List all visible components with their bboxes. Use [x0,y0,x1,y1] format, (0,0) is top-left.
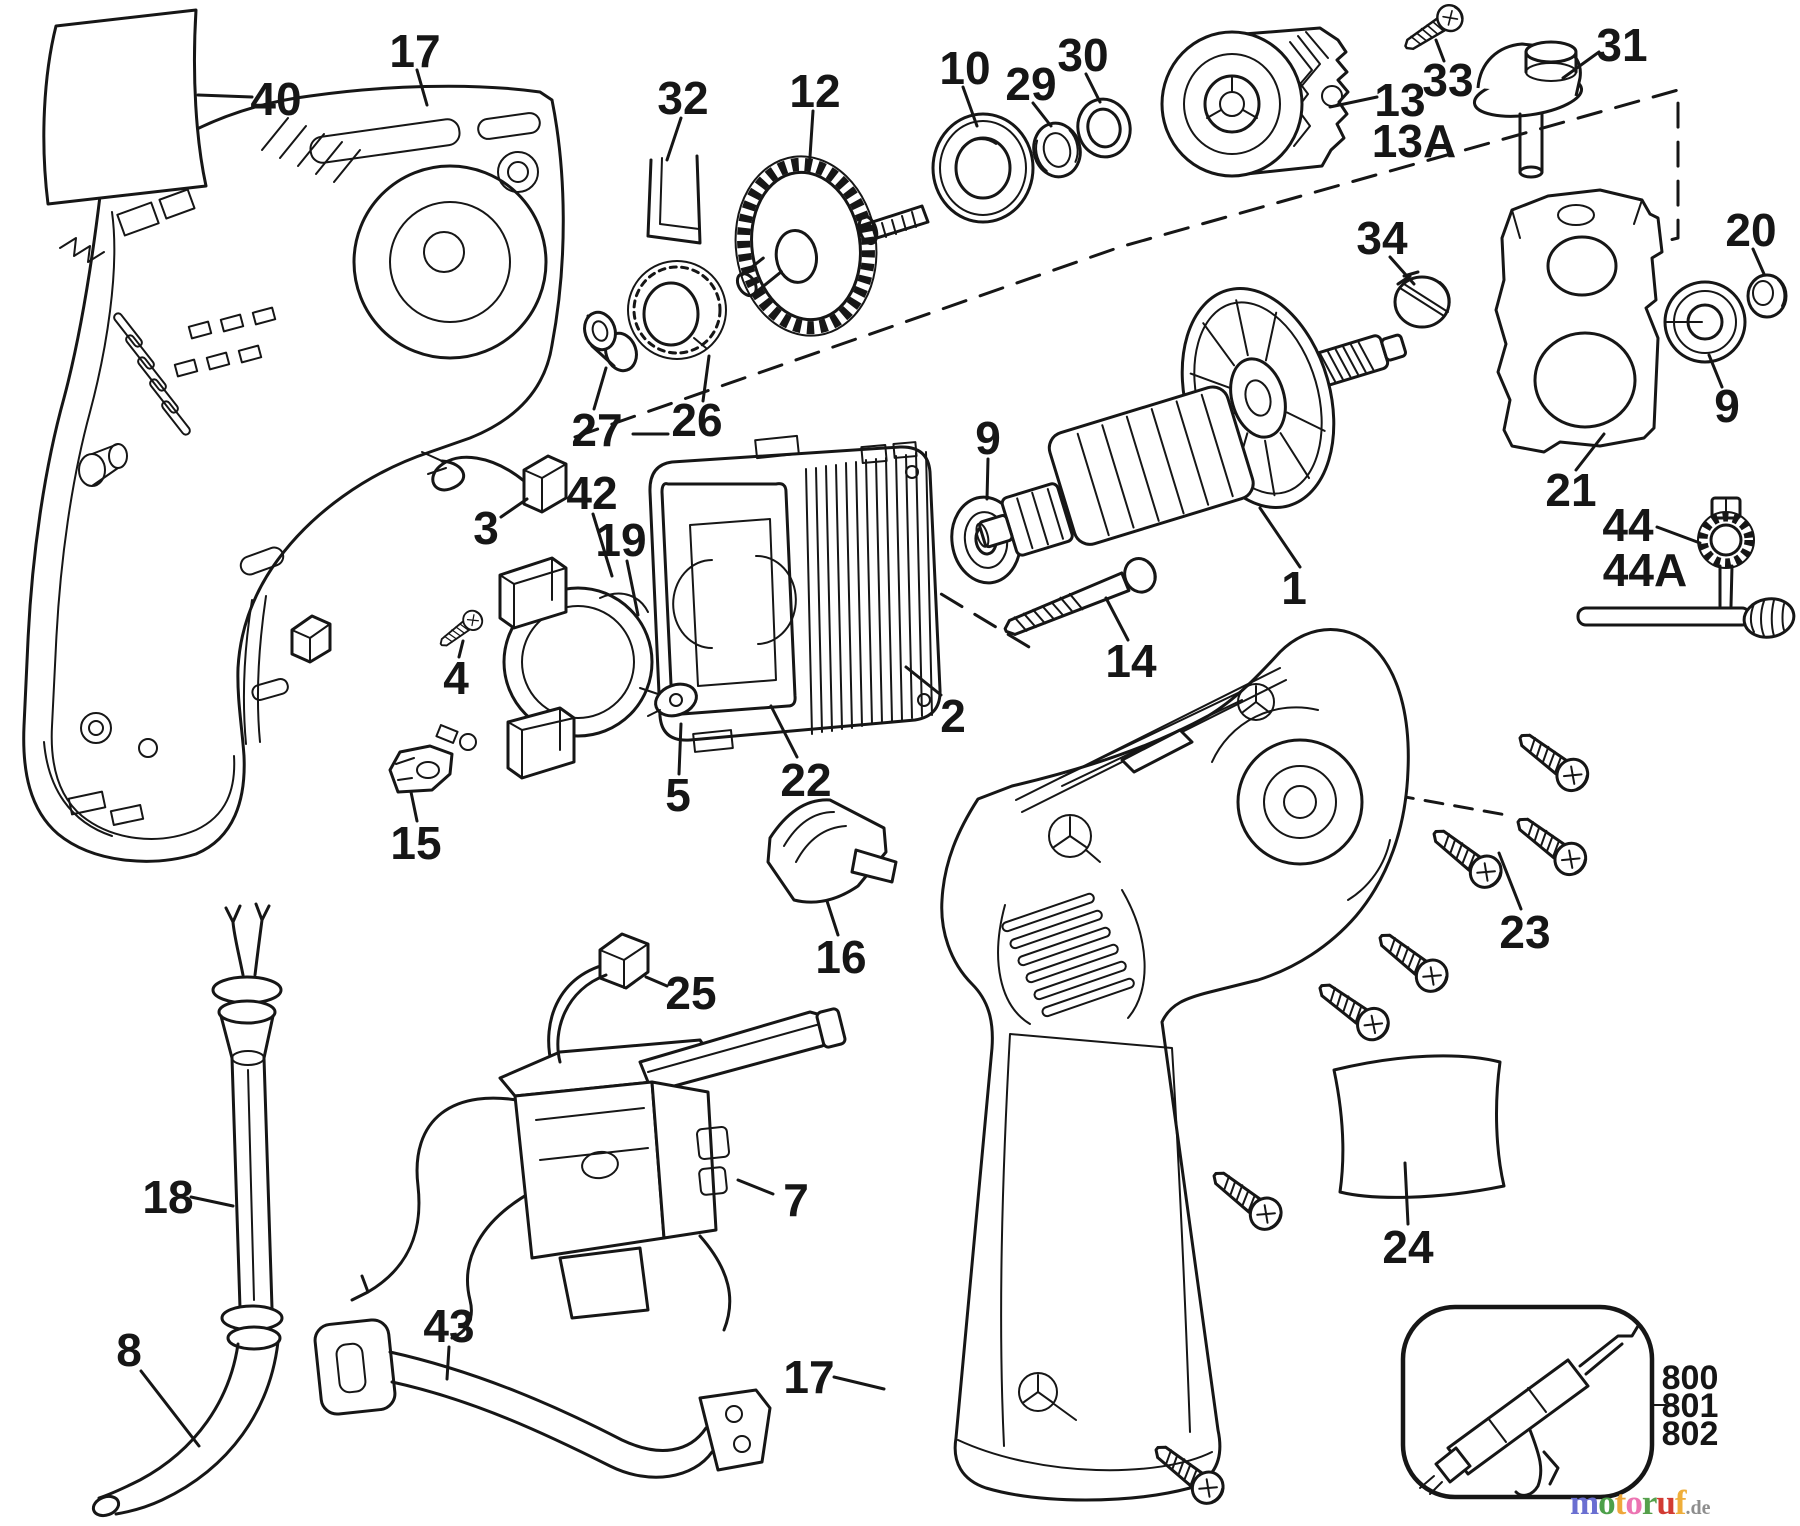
callout-24: 24 [1382,1221,1434,1273]
bushing-27 [583,310,638,373]
callout-2: 2 [940,690,966,742]
field-stator-2 [648,434,942,753]
callout-22: 22 [780,754,831,806]
callout-19: 19 [595,514,646,566]
callout-9-right: 9 [1714,380,1740,432]
callout-21: 21 [1545,464,1596,516]
callout-4: 4 [443,652,469,704]
callout-33: 33 [1422,54,1473,106]
callout-44: 44 [1602,499,1654,551]
bail-43 [313,1318,772,1479]
callout-32: 32 [657,72,708,124]
chuck-key-44 [1576,496,1796,639]
callout-13: 13 [1374,74,1425,126]
callout-1: 1 [1281,562,1307,614]
logo-letter: o [1598,1483,1615,1522]
cord-18-8 [91,902,284,1518]
screw-33 [1397,0,1469,59]
callout-26: 26 [671,394,722,446]
logo-letter: t [1614,1483,1627,1522]
misc-clip [290,614,332,664]
armature-1 [975,287,1407,557]
label-plate-40 [42,8,208,206]
gear-shaft-12 [857,204,930,246]
bearing-9-right [1663,280,1747,364]
chuck-13 [1160,26,1350,178]
o-ring-30 [1076,97,1132,159]
bearing-10 [931,112,1035,224]
callout-20: 20 [1725,204,1776,256]
logo-letter: f [1674,1483,1687,1522]
spur-gear-12 [734,155,878,337]
label-plate-24 [1332,1054,1506,1199]
callout-802: 802 [1662,1415,1719,1453]
callout-34: 34 [1356,212,1408,264]
logo-letter: o [1625,1483,1642,1522]
callout-42: 42 [566,467,617,519]
callout-25: 25 [665,967,716,1019]
callout-8: 8 [116,1324,142,1376]
logo-letter: u [1656,1483,1675,1522]
callout-15: 15 [390,817,441,869]
lever-31 [1472,40,1584,179]
callout-40: 40 [250,73,301,125]
callout-3: 3 [473,502,499,554]
callout-12: 12 [789,65,840,117]
callout-29: 29 [1005,58,1056,110]
callout-17-bottom: 17 [783,1351,834,1403]
callout-43: 43 [423,1300,474,1352]
callout-30: 30 [1057,29,1108,81]
ring-gear-26 [627,260,727,360]
watermark-logo: motoruf.de [1570,1484,1795,1526]
callout-9-mid: 9 [975,412,1001,464]
callout-10: 10 [939,42,990,94]
housing-left-half [22,84,565,863]
retaining-clip-32 [646,154,702,245]
callout-leader-lines [139,38,1766,1448]
lever-15 [388,744,454,794]
screw-14 [997,552,1162,647]
callout-5: 5 [665,769,691,821]
callout-16: 16 [815,931,866,983]
callout-14: 14 [1105,635,1157,687]
callout-31: 31 [1596,19,1647,71]
brush-16 [766,798,898,904]
callout-44A: 44A [1603,544,1687,596]
callout-13A: 13A [1372,115,1456,167]
callout-numbers: 40 17 32 12 10 29 30 13 13A 33 31 34 20 … [116,19,1776,1453]
housing-right-half [940,628,1410,1502]
brush-holder-bracket-5 [435,556,698,780]
callout-801: 801 [1662,1387,1719,1425]
retainer-plate-21 [1494,188,1664,454]
connector-25 [556,932,650,1064]
nut-20 [1746,273,1788,319]
inset-box-lubricant [1400,1304,1667,1500]
screw-34 [1393,270,1451,329]
logo-letter: m [1570,1483,1599,1522]
callout-23: 23 [1499,906,1550,958]
callout-17-top: 17 [389,25,440,77]
logo-suffix: .de [1685,1497,1711,1519]
callout-27: 27 [571,404,622,456]
callout-800: 800 [1662,1359,1719,1397]
callout-18: 18 [142,1171,193,1223]
callout-7: 7 [783,1174,809,1226]
switch-7 [350,960,847,1340]
logo-letter: r [1641,1483,1658,1522]
brush-lead-3 [421,451,568,514]
